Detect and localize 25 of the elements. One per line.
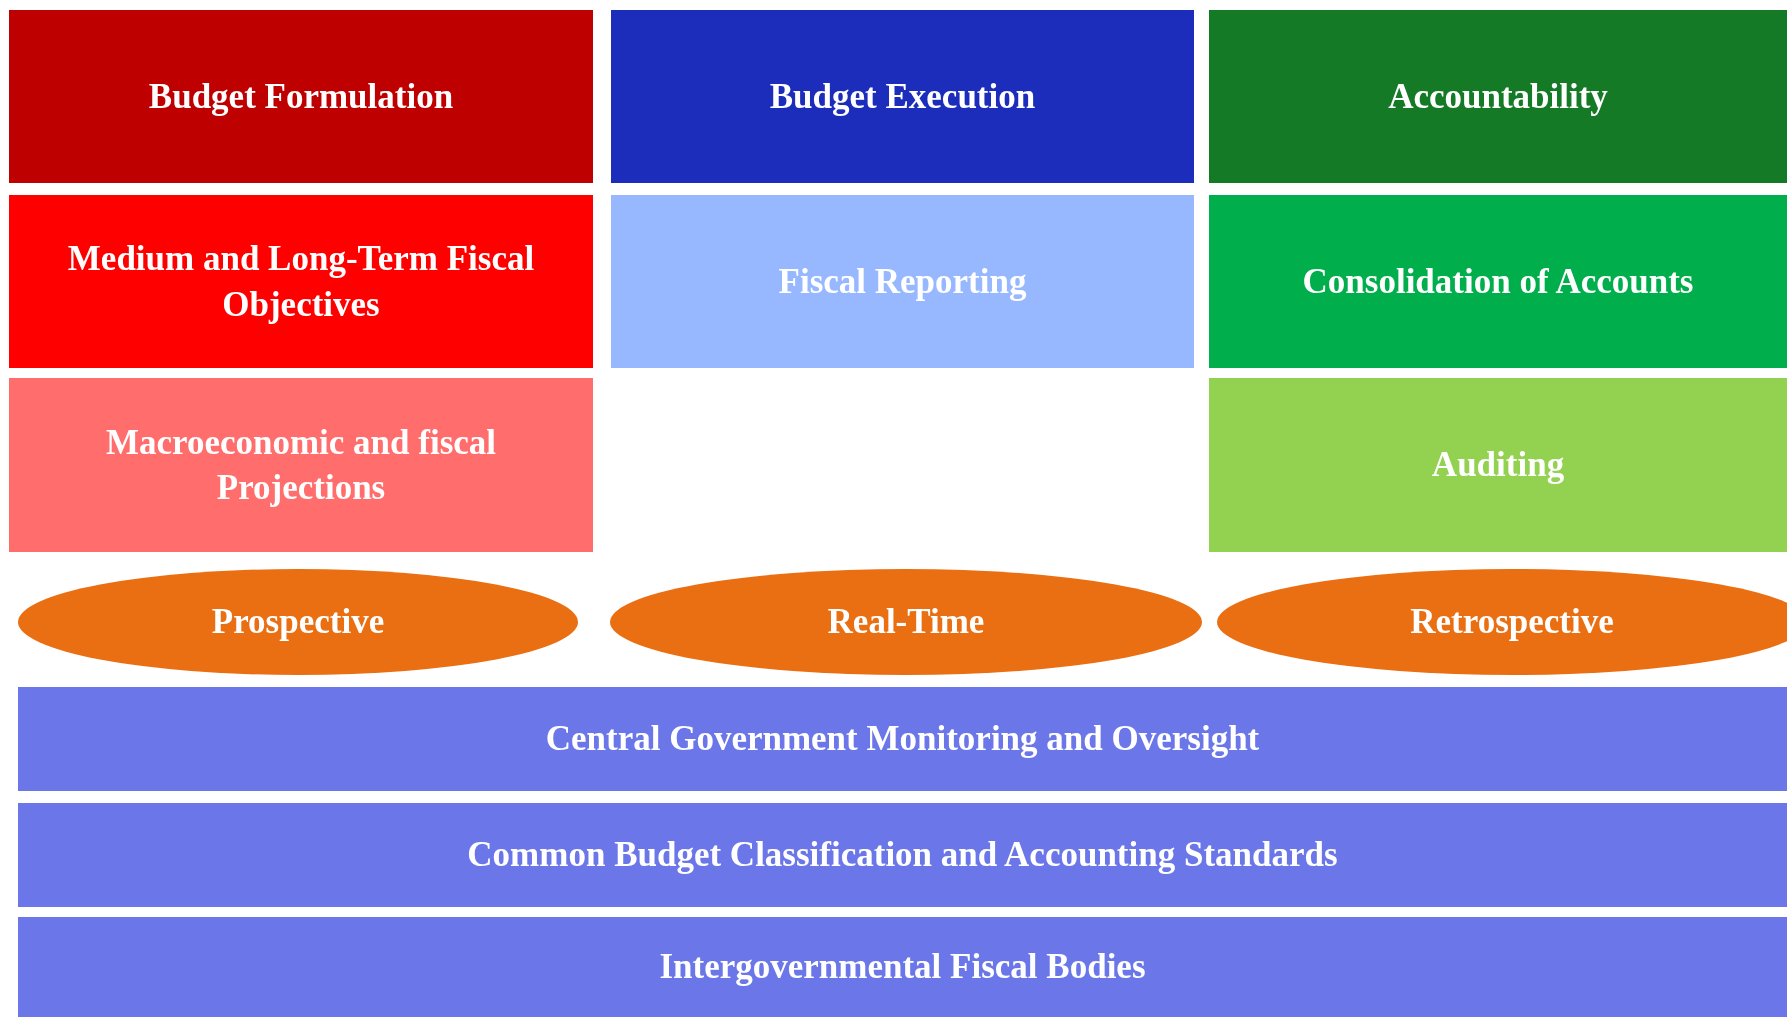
category-box <box>1209 10 1787 183</box>
node-label: Auditing <box>1431 444 1565 487</box>
node-label: Accountability <box>1388 75 1608 118</box>
node-label: Intergovernmental Fiscal Bodies <box>659 946 1146 989</box>
category-box <box>1209 195 1787 368</box>
foundation-band <box>18 917 1787 1017</box>
category-box <box>9 10 593 183</box>
node-label: Budget Execution <box>769 75 1036 118</box>
node-label: Retrospective <box>1410 601 1614 644</box>
category-box <box>611 195 1194 368</box>
category-box <box>9 378 593 552</box>
node-label: Real-Time <box>827 601 985 644</box>
category-box <box>611 10 1194 183</box>
foundation-band <box>18 803 1787 907</box>
category-box <box>1209 378 1787 552</box>
node-label: Prospective <box>211 601 385 644</box>
node-label: Macroeconomic and fiscal Projections <box>104 421 498 509</box>
node-label: Central Government Monitoring and Oversight <box>545 718 1260 761</box>
node-label: Common Budget Classification and Accounting Standards <box>467 834 1338 877</box>
node-label: Consolidation of Accounts <box>1302 260 1694 303</box>
category-box <box>9 195 593 368</box>
node-label: Fiscal Reporting <box>778 260 1027 303</box>
node-label: Budget Formulation <box>148 75 454 118</box>
node-label: Medium and Long-Term Fiscal Objectives <box>66 238 536 326</box>
foundation-band <box>18 687 1787 791</box>
